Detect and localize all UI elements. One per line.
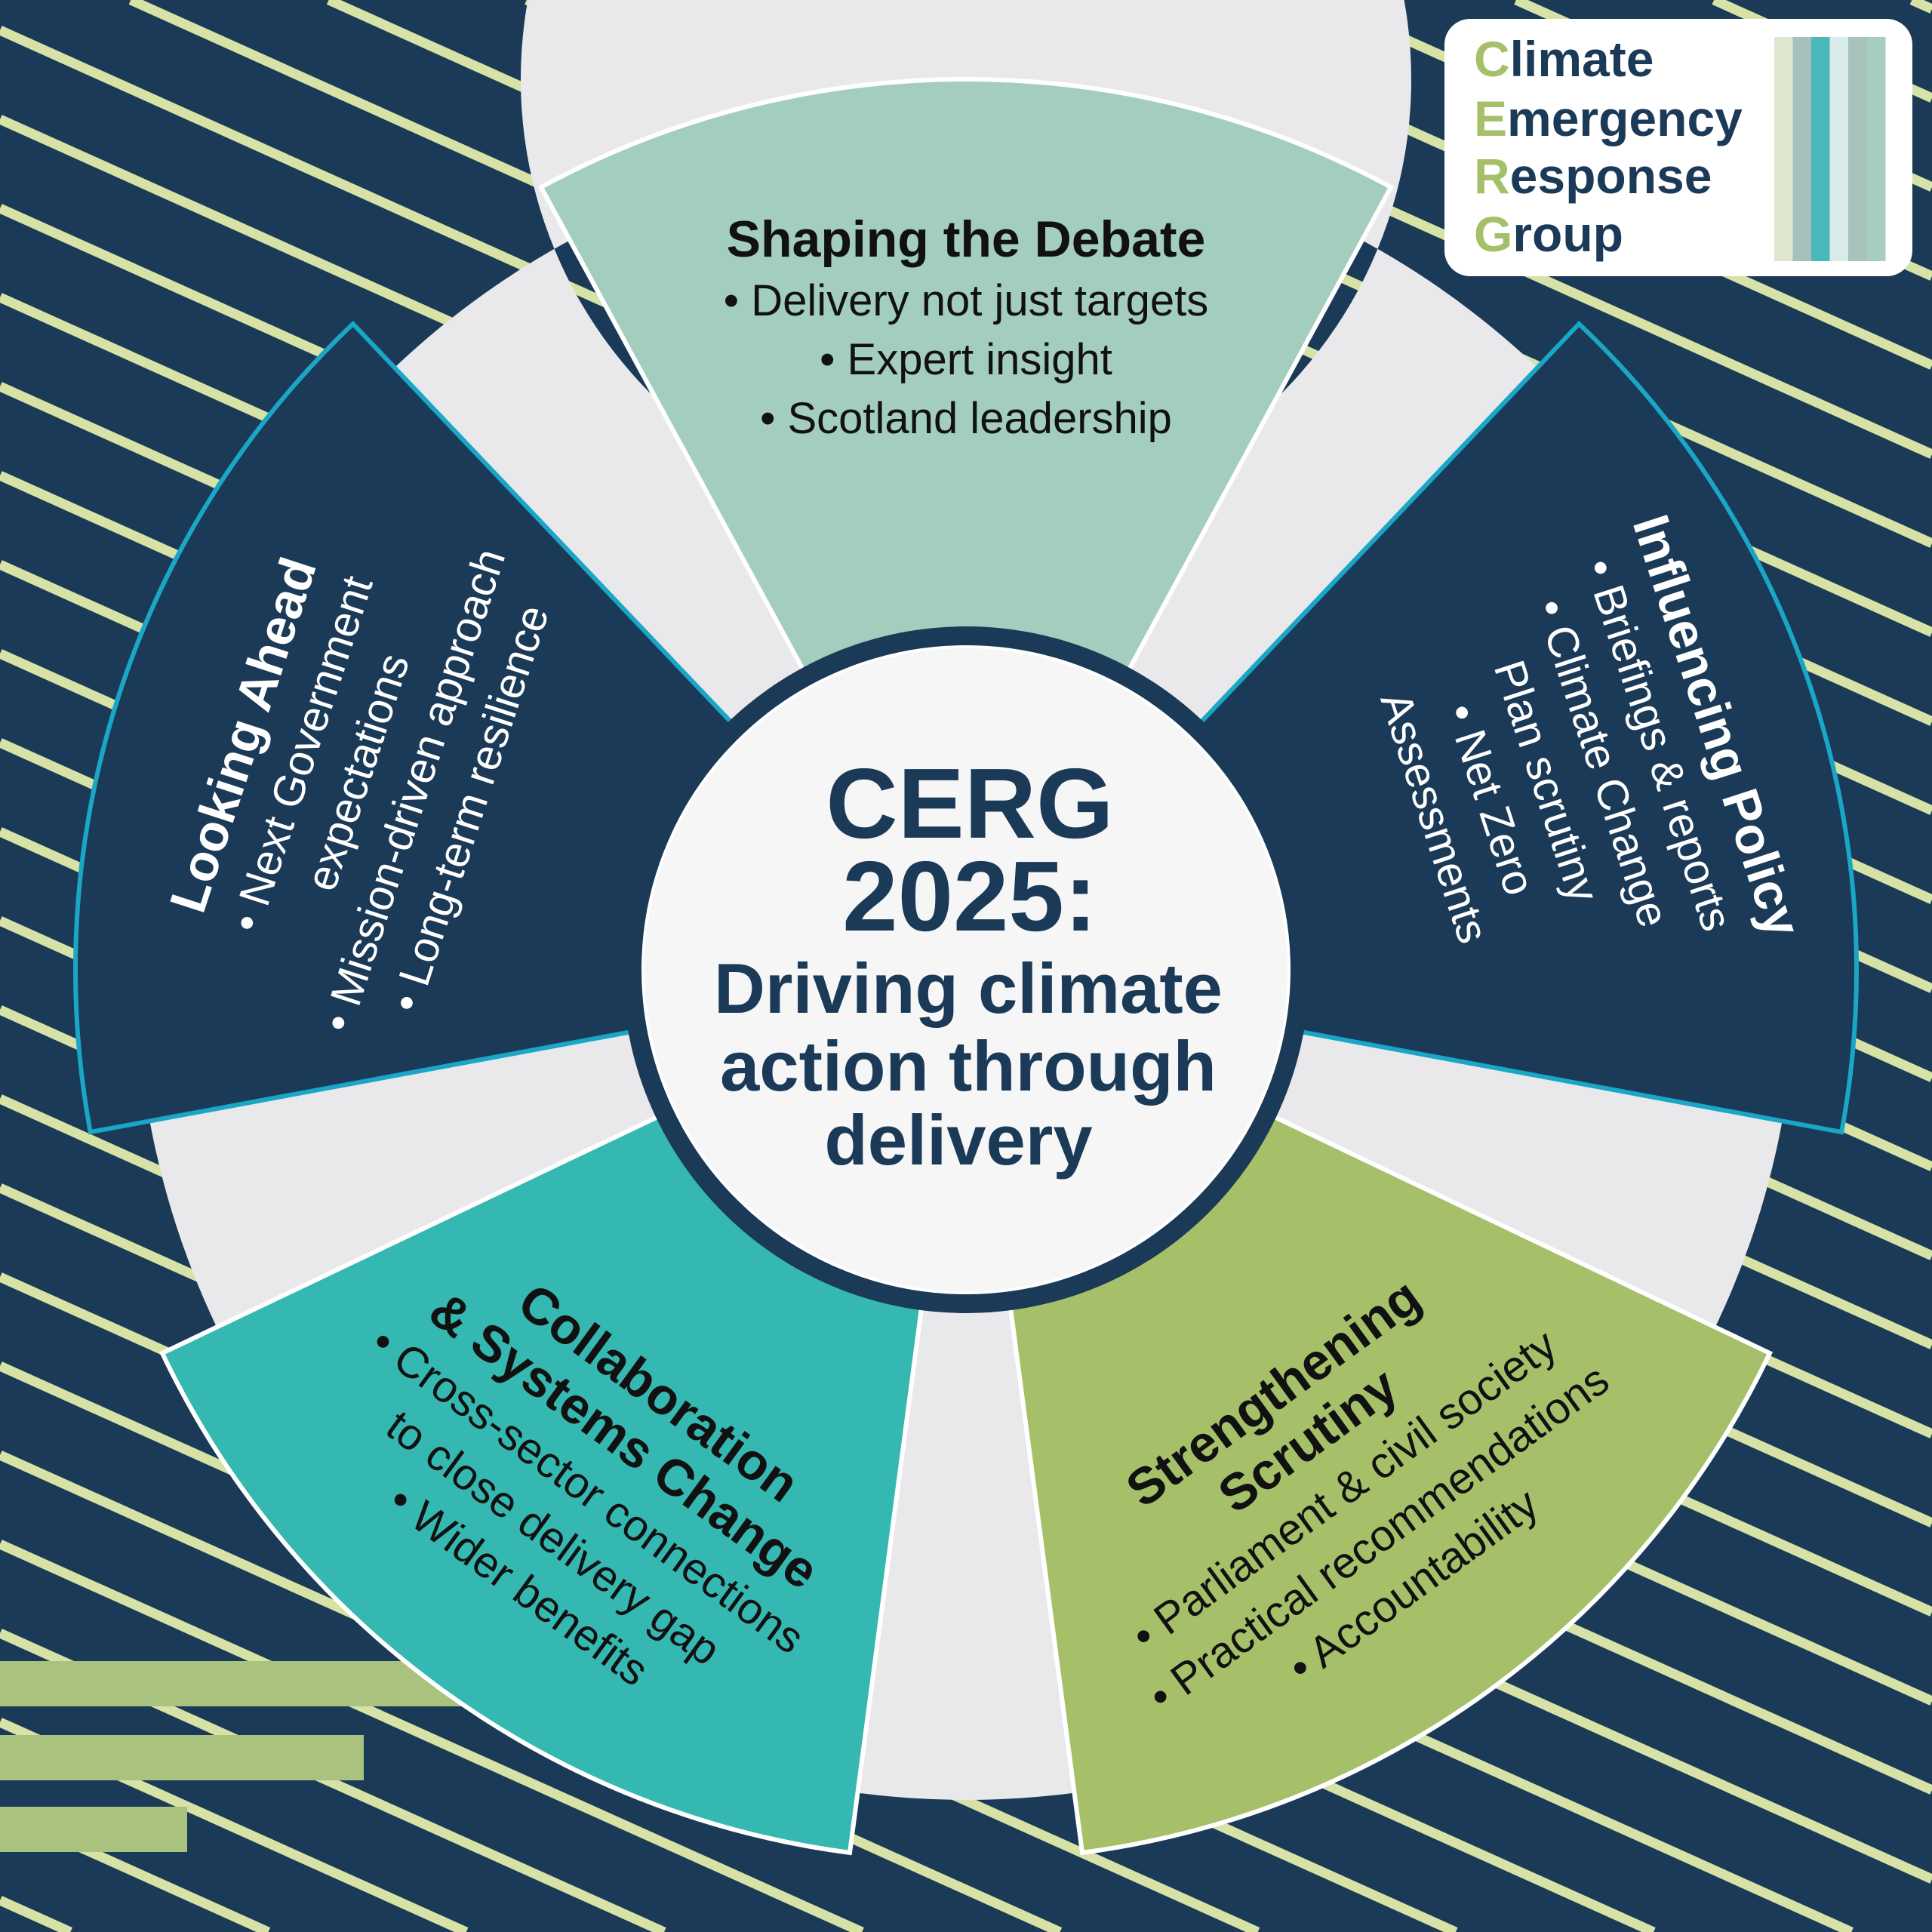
segment-strengthening-scrutiny xyxy=(1008,1113,1774,1856)
center-line-2: 2025: xyxy=(842,841,1097,952)
center-line-1: CERG xyxy=(826,748,1113,859)
accent-bar xyxy=(0,1661,468,1706)
center-line-5: delivery xyxy=(824,1100,1092,1180)
logo-stripe xyxy=(1811,37,1830,261)
center-line-3: Driving climate xyxy=(714,949,1223,1028)
segment-shaping-the-debate xyxy=(537,76,1395,674)
logo-line: Emergency xyxy=(1474,91,1743,146)
segment-influencing-policy xyxy=(1197,320,1859,1135)
stripe-line xyxy=(0,1896,73,1932)
stripe-line xyxy=(0,1540,864,1932)
logo-stripe xyxy=(1866,37,1886,261)
segment-bullet: • Scotland leadership xyxy=(760,394,1172,443)
logo-line: Group xyxy=(1474,206,1623,262)
logo-stripe xyxy=(1792,37,1812,261)
segment-bullet: • Expert insight xyxy=(820,335,1112,384)
logo-stripe xyxy=(1848,37,1867,261)
segment-title: Shaping the Debate xyxy=(727,211,1206,268)
logo-stripe xyxy=(1774,37,1793,261)
accent-bar xyxy=(0,1807,187,1852)
segment-looking-ahead xyxy=(73,320,735,1135)
center-circle xyxy=(641,645,1291,1294)
logo-stripes xyxy=(1774,37,1886,261)
bottom-left-bars xyxy=(0,1661,468,1852)
center-line-4: action through xyxy=(720,1026,1217,1106)
segment-collaboration-systems-change xyxy=(158,1113,924,1856)
stripe-line xyxy=(1909,0,1932,14)
center-title: CERG 2025: Driving climate action throug… xyxy=(714,748,1223,1180)
cerg-logo: Climate Emergency Response Group xyxy=(1444,19,1912,276)
logo-line: Response xyxy=(1474,148,1712,204)
wheel-segments xyxy=(73,76,1859,1856)
accent-bar xyxy=(0,1735,364,1780)
logo-stripe xyxy=(1829,37,1849,261)
segment-text-shaping-the-debate: Shaping the Debate • Delivery not just ta… xyxy=(724,211,1208,443)
logo-line: Climate xyxy=(1474,31,1654,87)
segment-bullet: • Delivery not just targets xyxy=(724,276,1208,325)
